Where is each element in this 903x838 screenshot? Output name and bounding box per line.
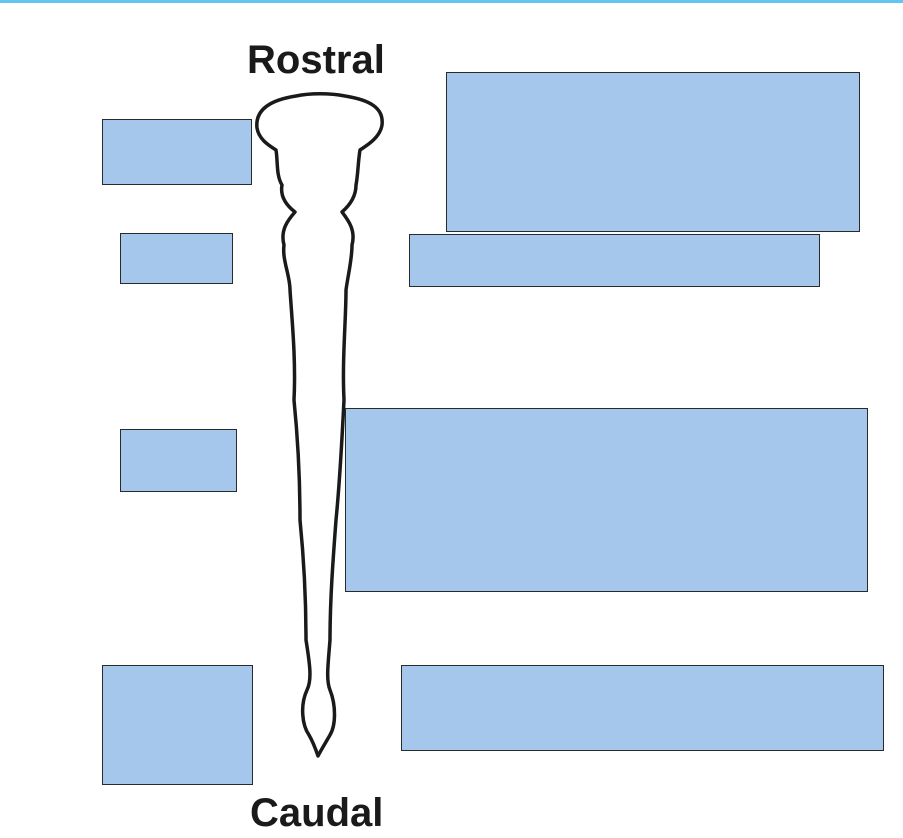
label-box-left-1[interactable] xyxy=(102,119,252,185)
rostral-label: Rostral xyxy=(247,38,385,82)
label-box-right-2[interactable] xyxy=(409,234,820,287)
label-box-right-4[interactable] xyxy=(401,665,884,751)
top-accent-rule xyxy=(0,0,903,3)
label-box-left-3[interactable] xyxy=(120,429,237,492)
label-box-right-3[interactable] xyxy=(345,408,868,592)
label-box-left-4[interactable] xyxy=(102,665,253,785)
label-box-left-2[interactable] xyxy=(120,233,233,284)
caudal-label: Caudal xyxy=(250,791,384,835)
label-box-right-1[interactable] xyxy=(446,72,860,232)
